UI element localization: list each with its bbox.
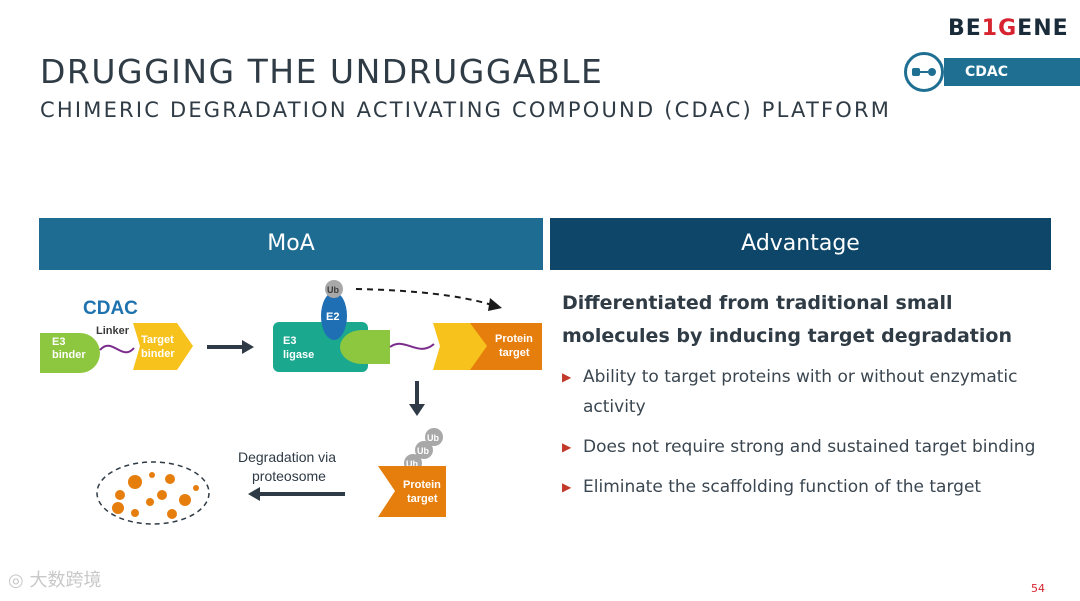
logo-text-mid: 1G bbox=[981, 16, 1018, 41]
e3-binder-label-1: E3 bbox=[52, 336, 65, 348]
section-tag-label: CDAC bbox=[965, 64, 1009, 80]
degradation-label-2: proteosome bbox=[252, 468, 326, 484]
advantage-item: ▶ Eliminate the scaffolding function of … bbox=[562, 472, 1052, 502]
linker-line bbox=[99, 344, 135, 354]
advantage-item: ▶ Does not require strong and sustained … bbox=[562, 432, 1052, 462]
e3-binder-label-2: binder bbox=[52, 349, 86, 361]
advantage-item-text: Ability to target proteins with or witho… bbox=[583, 367, 1018, 417]
logo-text-end: ENE bbox=[1017, 16, 1069, 41]
transfer-arrow-head bbox=[488, 298, 502, 311]
degraded-fragments bbox=[112, 472, 199, 519]
ub-label-1: Ub bbox=[406, 459, 418, 469]
ub-circle-2 bbox=[415, 441, 433, 459]
e3-ligase-label-1: E3 bbox=[283, 335, 296, 347]
protein-target-label-1: Protein bbox=[495, 333, 533, 345]
bullet-arrow-icon: ▶ bbox=[562, 480, 572, 494]
protein-target-shape bbox=[470, 323, 542, 370]
bound-e3-binder-shape bbox=[340, 330, 390, 364]
e2-shape bbox=[321, 292, 347, 340]
transfer-dashed-arrow bbox=[355, 288, 493, 306]
ubiquitinated-target-label-1: Protein bbox=[403, 479, 441, 491]
ubiquitinated-target-shape bbox=[378, 466, 446, 517]
cdac-label: CDAC bbox=[83, 298, 138, 319]
target-binder-label-2: binder bbox=[141, 348, 175, 360]
advantage-item-text: Eliminate the scaffolding function of th… bbox=[583, 477, 982, 497]
arrow-left-head bbox=[248, 487, 260, 501]
molecule-icon bbox=[904, 52, 944, 92]
advantage-item-text: Does not require strong and sustained ta… bbox=[583, 437, 1036, 457]
ub-label-top: Ub bbox=[327, 285, 339, 295]
advantage-list: ▶ Ability to target proteins with or wit… bbox=[562, 362, 1052, 512]
section-tag: CDAC bbox=[944, 58, 1080, 86]
arrow-right-1-head bbox=[242, 340, 254, 354]
page-number: 54 bbox=[1031, 582, 1045, 595]
e3-ligase-label-2: ligase bbox=[283, 349, 314, 361]
moa-header: MoA bbox=[39, 218, 543, 270]
watermark-icon: ◎ bbox=[8, 570, 24, 591]
bullet-arrow-icon: ▶ bbox=[562, 370, 572, 384]
target-binder-shape bbox=[133, 323, 193, 370]
ub-label-3: Ub bbox=[427, 433, 439, 443]
ub-circle-3 bbox=[425, 428, 443, 446]
company-logo: BE1GENE bbox=[948, 16, 1069, 41]
ub-circle-top bbox=[325, 280, 343, 298]
target-binder-label-1: Target bbox=[141, 334, 174, 346]
logo-text-start: BE bbox=[948, 16, 982, 41]
advantage-header: Advantage bbox=[550, 218, 1051, 270]
protein-target-label-2: target bbox=[499, 347, 530, 359]
linker-line-bound bbox=[389, 342, 435, 350]
linker-label: Linker bbox=[96, 325, 130, 337]
page-subtitle: CHIMERIC DEGRADATION ACTIVATING COMPOUND… bbox=[40, 98, 892, 122]
proteasome-outline bbox=[96, 461, 210, 525]
watermark-text: 大数跨境 bbox=[29, 570, 102, 591]
e3-ligase-shape bbox=[273, 322, 368, 372]
ub-label-2: Ub bbox=[417, 446, 429, 456]
moa-diagram: CDAC E3 binder Linker Target binder E3 l… bbox=[40, 280, 542, 525]
ubiquitinated-target-label-2: target bbox=[407, 493, 438, 505]
bullet-arrow-icon: ▶ bbox=[562, 440, 572, 454]
degradation-label-1: Degradation via bbox=[238, 449, 336, 465]
page-title: DRUGGING THE UNDRUGGABLE bbox=[40, 52, 604, 91]
advantage-item: ▶ Ability to target proteins with or wit… bbox=[562, 362, 1052, 422]
watermark: ◎ 大数跨境 bbox=[8, 566, 101, 592]
e3-binder-shape bbox=[40, 333, 100, 373]
arrow-down-head bbox=[409, 404, 425, 416]
advantage-heading: Differentiated from traditional small mo… bbox=[562, 292, 1012, 347]
e2-label: E2 bbox=[326, 311, 339, 323]
